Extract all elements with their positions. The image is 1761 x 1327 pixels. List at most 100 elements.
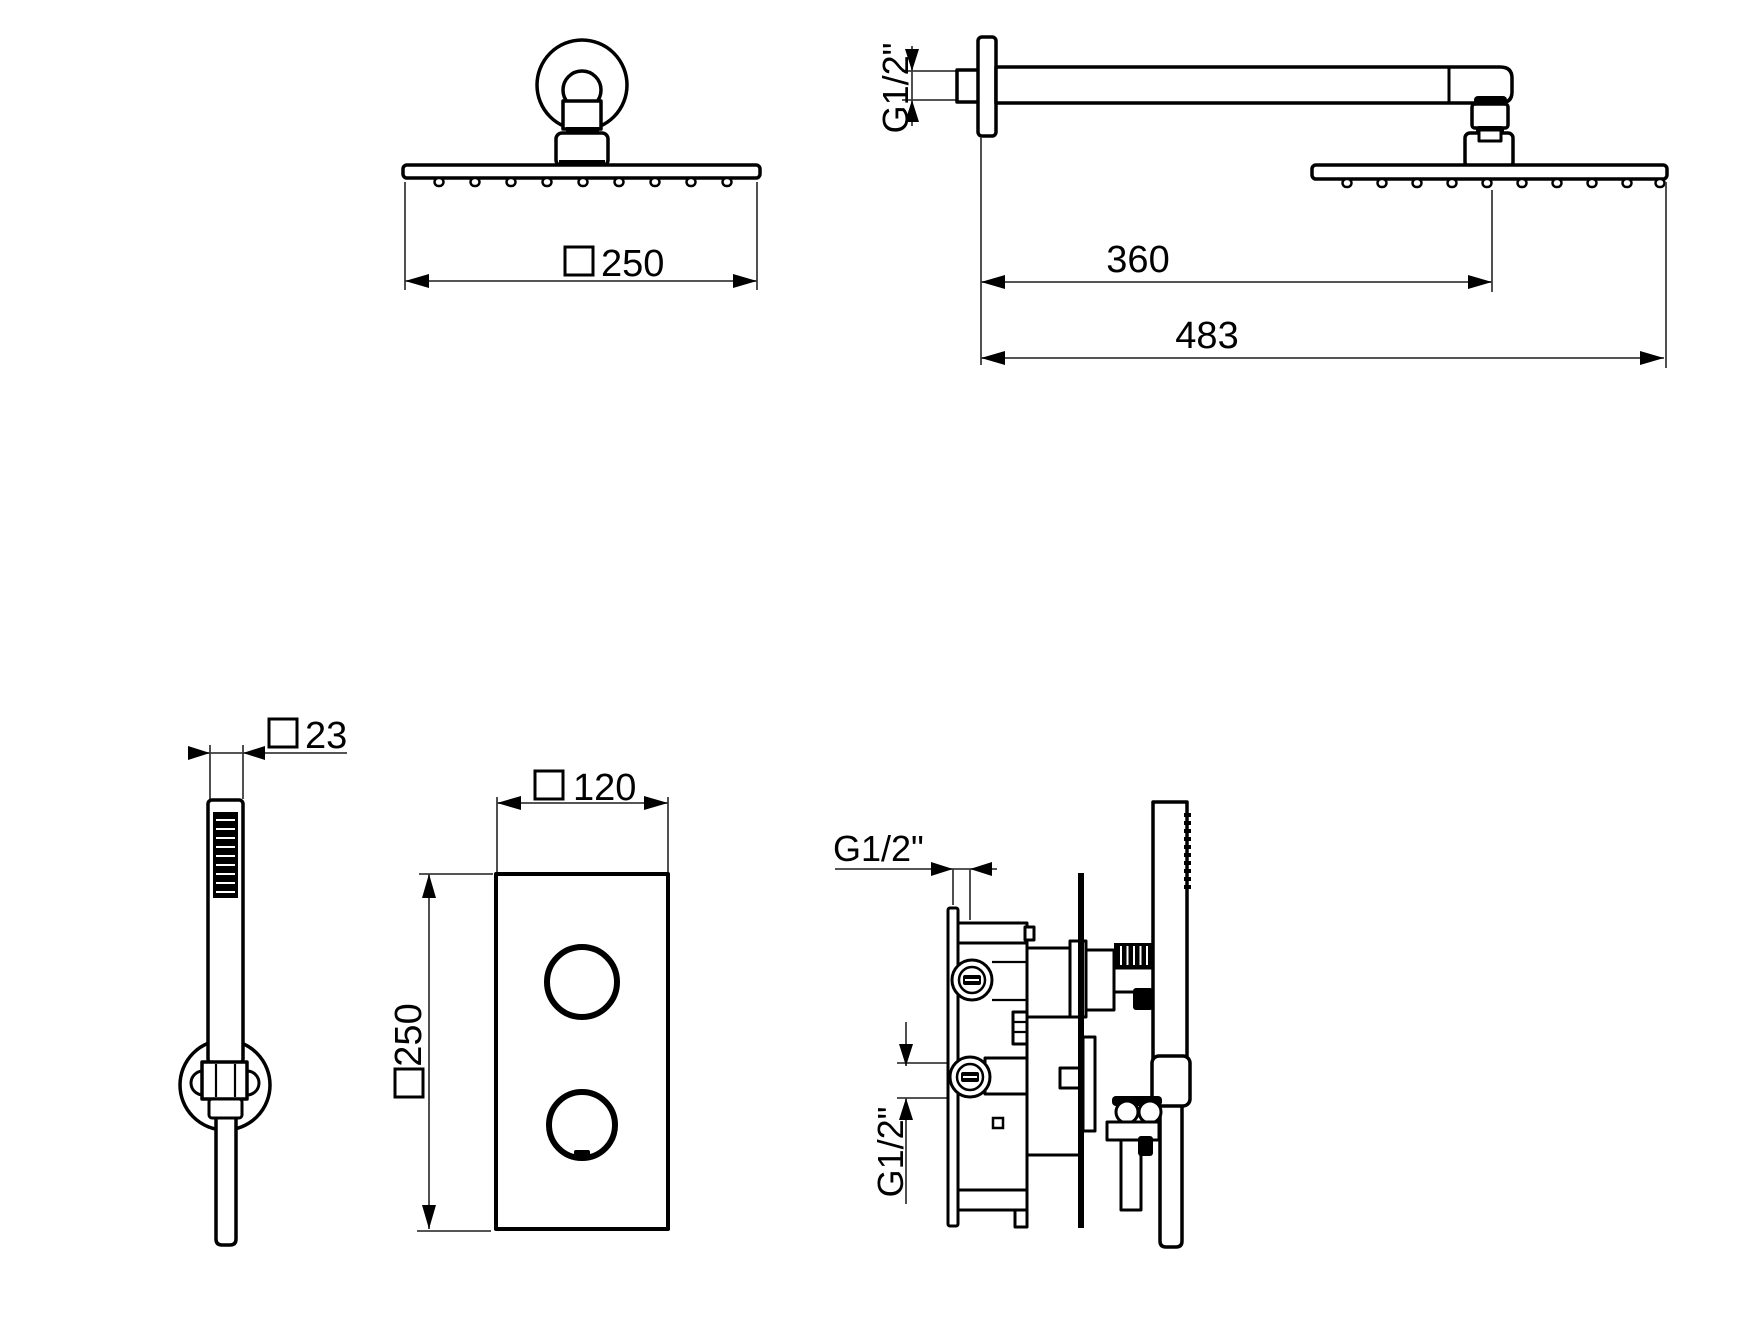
serration xyxy=(1184,845,1191,849)
trim-panel-plate xyxy=(494,872,670,1231)
dimension-valve-inlet-thread: G1/2" xyxy=(833,828,997,920)
upper-inlet-port xyxy=(950,958,994,1002)
holder-clamp-left-ear xyxy=(189,1069,204,1097)
view-showerhead-front: 250 xyxy=(401,38,762,290)
dim-label-valve-outlet-thread: G1/2" xyxy=(870,1107,911,1198)
spray-nozzle xyxy=(1586,177,1598,189)
spray-nozzles xyxy=(433,176,733,188)
spray-nozzle xyxy=(721,176,733,188)
serration xyxy=(1184,869,1191,873)
view-handshower-front: 23 xyxy=(178,715,347,1247)
arrowhead-right-icon xyxy=(644,796,668,810)
holder-clamp-right-ear xyxy=(246,1069,261,1097)
dim-label-arm-thread: G1/2" xyxy=(875,43,916,134)
rough-box-top-tab xyxy=(1023,925,1036,942)
serration xyxy=(1184,829,1191,833)
spray-nozzle xyxy=(1376,177,1388,189)
serration xyxy=(1184,861,1191,865)
spray-nozzle xyxy=(649,176,661,188)
stem-seal-band xyxy=(1138,1136,1153,1156)
arrowhead-right-icon xyxy=(1468,275,1492,289)
shower-hose xyxy=(1158,1103,1184,1249)
arrowhead-down-icon xyxy=(422,1205,436,1229)
view-valve-side: G1/2" G1/2" xyxy=(833,800,1192,1249)
lower-flange-plate xyxy=(1081,1035,1097,1133)
arm-thread-stub xyxy=(955,68,981,104)
spray-nozzle xyxy=(1446,177,1458,189)
dimension-total-projection: 483 xyxy=(981,182,1667,368)
dimension-panel-width: 120 xyxy=(496,767,669,872)
shower-head-plate-side xyxy=(1310,163,1669,181)
spray-nozzle xyxy=(1341,177,1353,189)
spray-nozzle xyxy=(1516,177,1528,189)
arrowhead-left-icon xyxy=(243,746,265,760)
view-trim-panel-front: 120 250 xyxy=(388,767,670,1232)
spray-nozzle xyxy=(1654,177,1666,189)
spray-nozzle xyxy=(613,176,625,188)
dimension-arm-thread: G1/2" xyxy=(875,43,956,134)
spray-nozzle xyxy=(469,176,481,188)
connector-nut xyxy=(1133,988,1153,1010)
swivel-ball xyxy=(1114,1099,1140,1125)
lower-knob xyxy=(546,1089,618,1161)
holder-clamp xyxy=(200,1060,249,1101)
spray-nozzle xyxy=(685,176,697,188)
dimension-handshower-width: 23 xyxy=(188,715,347,799)
trim-plate-side xyxy=(1078,873,1084,1228)
wall-flange xyxy=(976,35,998,138)
square-section-symbol xyxy=(563,245,595,277)
valve-cartridge xyxy=(1025,946,1082,1157)
dim-label-panel-height: 250 xyxy=(388,1003,430,1066)
thread-lines xyxy=(1120,946,1148,965)
mount-block-notch xyxy=(1477,128,1503,143)
spray-nozzle xyxy=(1481,177,1493,189)
arrowhead-down-icon xyxy=(905,49,919,71)
holder-clamp-collar xyxy=(207,1097,244,1120)
lower-knob-indicator xyxy=(574,1150,590,1158)
arrowhead-left-icon xyxy=(497,796,521,810)
dimension-arm-projection: 360 xyxy=(980,137,1493,365)
outlet-stem xyxy=(1119,1138,1143,1212)
arrowhead-right-icon xyxy=(733,274,757,288)
arrowhead-left-icon xyxy=(981,275,1005,289)
dim-label-head-width: 250 xyxy=(601,243,664,285)
mount-neck xyxy=(561,99,603,131)
rough-box-foot xyxy=(1013,1208,1029,1229)
upper-connector xyxy=(1084,948,1116,1012)
dim-label-handshower-width: 23 xyxy=(305,715,347,757)
upper-knob xyxy=(544,944,620,1020)
view-showerhead-side: G1/2" 360 xyxy=(875,35,1669,368)
dim-label-panel-width: 120 xyxy=(573,767,636,809)
square-section-symbol xyxy=(267,717,299,749)
spray-nozzle xyxy=(505,176,517,188)
lower-inlet-port xyxy=(948,1055,992,1099)
arrowhead-right-icon xyxy=(188,746,210,760)
serration xyxy=(1184,821,1191,825)
spray-face-stripes xyxy=(216,819,235,893)
dim-label-total-projection: 483 xyxy=(1175,315,1238,357)
ball-joint-connector xyxy=(1470,102,1510,130)
spray-nozzle xyxy=(433,176,445,188)
spray-nozzle xyxy=(1551,177,1563,189)
arrowhead-left-icon xyxy=(970,862,992,876)
serration xyxy=(1184,885,1191,889)
fixing-hole xyxy=(991,1116,1005,1130)
handshower-spray-serrations xyxy=(1184,813,1191,889)
handshower-holder-outlet xyxy=(1150,1054,1192,1108)
spray-nozzle xyxy=(577,176,589,188)
swivel-ball xyxy=(1137,1099,1163,1125)
serration xyxy=(1184,837,1191,841)
arrowhead-right-icon xyxy=(931,862,953,876)
handshower-lower-wand xyxy=(214,1115,238,1247)
serration xyxy=(1184,813,1191,817)
arrowhead-down-icon xyxy=(899,1044,913,1066)
square-section-symbol xyxy=(533,769,565,801)
dim-label-arm-projection: 360 xyxy=(1106,239,1169,281)
mount-gasket-band xyxy=(566,127,599,134)
dimension-panel-height: 250 xyxy=(388,873,493,1232)
dim-label-valve-inlet-thread: G1/2" xyxy=(833,828,924,869)
shower-arm xyxy=(994,65,1514,105)
serration xyxy=(1184,853,1191,857)
